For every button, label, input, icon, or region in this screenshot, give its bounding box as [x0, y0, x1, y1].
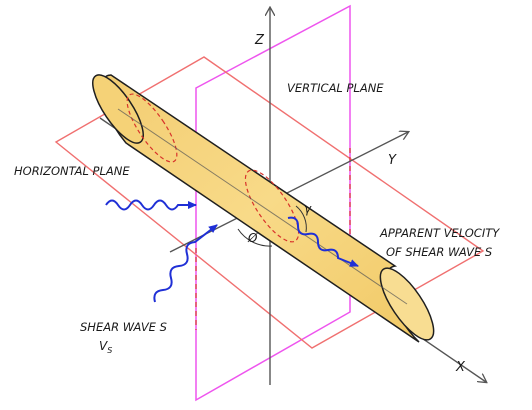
horizontal-plane — [54, 56, 485, 349]
phi-label: Ø — [247, 231, 258, 245]
apparent-velocity-label-line1: APPARENT VELOCITY — [379, 226, 500, 240]
vs-label: VS — [99, 339, 112, 355]
gamma-arc — [295, 205, 307, 233]
phi-arc — [237, 228, 273, 247]
y-axis-label: Y — [388, 153, 397, 168]
gamma-label: γ — [304, 202, 312, 216]
vs-main: V — [99, 339, 108, 353]
shear-wave-incident-arrow — [153, 224, 218, 303]
x-axis-label: X — [455, 360, 466, 375]
horizontal-plane-label: HORIZONTAL PLANE — [14, 164, 130, 178]
shear-wave-horizontal-arrow — [105, 199, 197, 211]
apparent-velocity-arrow — [287, 216, 359, 267]
shear-wave-label: SHEAR WAVE S — [80, 320, 167, 334]
vs-subscript: S — [107, 346, 112, 355]
vertical-plane-label: VERTICAL PLANE — [287, 81, 384, 95]
z-axis-label: Z — [254, 33, 265, 48]
pipe-cylinder — [92, 74, 435, 343]
apparent-velocity-label-line2: OF SHEAR WAVE S — [386, 245, 492, 259]
angle-arcs — [237, 205, 307, 247]
